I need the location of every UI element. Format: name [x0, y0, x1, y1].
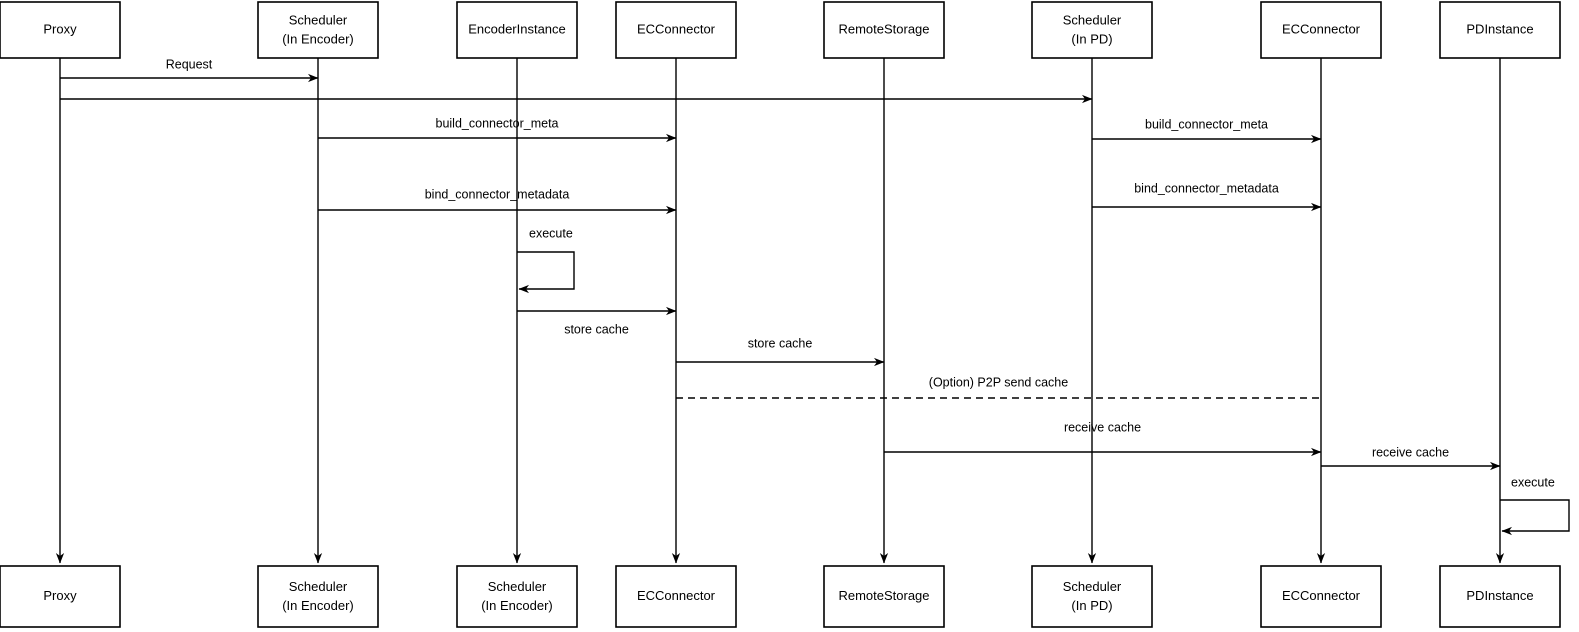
participant-label-line2: (In Encoder): [282, 598, 354, 613]
participant-label-line1: Scheduler: [289, 12, 348, 27]
participant-label-line1: Scheduler: [1063, 579, 1122, 594]
participant-label: Proxy: [43, 588, 77, 603]
message-label: (Option) P2P send cache: [929, 375, 1068, 389]
message-m6[interactable]: bind_connector_metadata: [1092, 181, 1322, 212]
participant-label-line2: (In Encoder): [282, 31, 354, 46]
participant-box-bottom-remote[interactable]: RemoteStorage: [823, 565, 945, 628]
message-label: bind_connector_metadata: [1134, 181, 1279, 195]
message-m9[interactable]: (Option) P2P send cache: [676, 375, 1321, 399]
participant-box-top-ecc_left[interactable]: ECConnector: [615, 1, 737, 59]
self-message-s1[interactable]: execute: [517, 226, 575, 294]
self-message-s2[interactable]: execute: [1500, 475, 1570, 536]
message-m11[interactable]: receive cache: [1321, 445, 1501, 471]
message-m1[interactable]: Request: [60, 57, 319, 83]
participant-label-line1: Scheduler: [289, 579, 348, 594]
participant-label: Proxy: [43, 21, 77, 36]
message-label: receive cache: [1064, 420, 1141, 434]
self-messages-layer: execute execute: [517, 226, 1570, 536]
message-label: store cache: [564, 322, 629, 336]
participant-label-line1: Scheduler: [1063, 12, 1122, 27]
message-m8[interactable]: store cache: [676, 336, 885, 367]
message-label: bind_connector_metadata: [425, 187, 570, 201]
message-m7[interactable]: store cache: [517, 306, 677, 336]
message-label: Request: [166, 57, 213, 71]
top-participant-boxes: Proxy Scheduler (In Encoder) EncoderInstanc…: [0, 1, 1561, 59]
messages-layer: Request build_connector_meta build_connect…: [60, 57, 1501, 471]
participant-box-bottom-proxy[interactable]: Proxy: [0, 565, 121, 628]
participant-box-top-proxy[interactable]: Proxy: [0, 1, 121, 59]
message-label: build_connector_meta: [436, 116, 559, 130]
participant-label: ECConnector: [637, 21, 716, 36]
message-m3[interactable]: build_connector_meta: [318, 116, 677, 143]
participant-label: ECConnector: [637, 588, 716, 603]
bottom-participant-boxes: Proxy Scheduler (In Encoder) Scheduler (In E…: [0, 565, 1561, 628]
participant-box-bottom-ecc_left[interactable]: ECConnector: [615, 565, 737, 628]
participant-box-top-remote[interactable]: RemoteStorage: [823, 1, 945, 59]
participant-box-bottom-enc_inst[interactable]: Scheduler (In Encoder): [456, 565, 578, 628]
participant-box-top-sched_enc[interactable]: Scheduler (In Encoder): [257, 1, 379, 59]
participant-box-top-sched_pd[interactable]: Scheduler (In PD): [1031, 1, 1153, 59]
message-label: receive cache: [1372, 445, 1449, 459]
participant-label-line2: (In Encoder): [481, 598, 553, 613]
self-message-path: [517, 251, 575, 294]
participant-label: EncoderInstance: [468, 21, 566, 36]
participant-label-line2: (In PD): [1071, 598, 1112, 613]
message-label: store cache: [748, 336, 813, 350]
participant-box-top-enc_inst[interactable]: EncoderInstance: [456, 1, 578, 59]
participant-box-bottom-ecc_right[interactable]: ECConnector: [1260, 565, 1382, 628]
participant-box-top-ecc_right[interactable]: ECConnector: [1260, 1, 1382, 59]
participant-box-top-pd_inst[interactable]: PDInstance: [1439, 1, 1561, 59]
self-message-path: [1500, 499, 1570, 536]
message-m5[interactable]: bind_connector_metadata: [318, 187, 677, 215]
lifelines-layer: [55, 58, 1505, 564]
self-message-label: execute: [529, 226, 573, 240]
participant-box-bottom-sched_pd[interactable]: Scheduler (In PD): [1031, 565, 1153, 628]
participant-label: ECConnector: [1282, 21, 1361, 36]
participant-label-line2: (In PD): [1071, 31, 1112, 46]
participant-label: RemoteStorage: [838, 21, 929, 36]
message-label: build_connector_meta: [1145, 117, 1268, 131]
participant-box-bottom-pd_inst[interactable]: PDInstance: [1439, 565, 1561, 628]
participant-label: RemoteStorage: [838, 588, 929, 603]
message-m10[interactable]: receive cache: [884, 420, 1322, 457]
participant-label-line1: Scheduler: [488, 579, 547, 594]
participant-label: ECConnector: [1282, 588, 1361, 603]
participant-label: PDInstance: [1466, 21, 1533, 36]
self-message-label: execute: [1511, 475, 1555, 489]
message-m4[interactable]: build_connector_meta: [1092, 117, 1322, 144]
participant-box-bottom-sched_enc[interactable]: Scheduler (In Encoder): [257, 565, 379, 628]
participant-label: PDInstance: [1466, 588, 1533, 603]
